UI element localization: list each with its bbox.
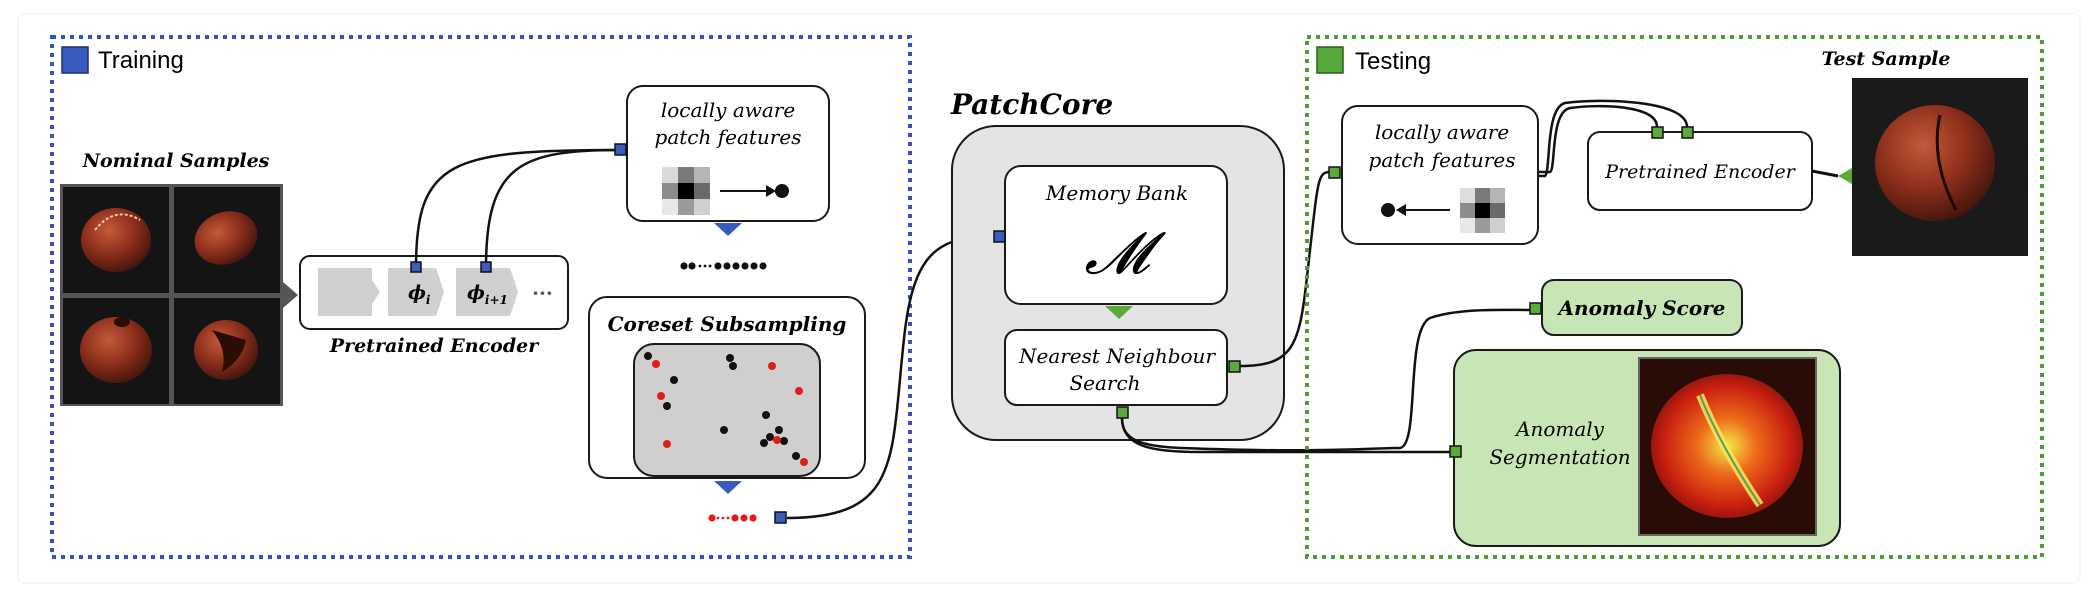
connector-phi-i1 [484,148,621,269]
port-anomaly-segmentation [1449,445,1462,458]
port-anomaly-score [1529,302,1542,315]
hazelnut-1 [81,208,151,272]
anomaly-seg-line1: Anomaly [1514,417,1605,441]
testing-title: Testing [1355,48,1431,75]
anomaly-score-label: Anomaly Score [1557,296,1726,320]
nominal-samples-grid [60,184,298,406]
phi-i1-label: ϕi+1 [467,282,508,307]
port-phi-i1 [480,261,492,273]
encoder-block-phi-i1 [456,268,518,316]
testing-dashed-border [1305,35,2044,559]
hazelnut-2 [194,211,258,265]
port-phi-i [410,261,422,273]
connector-nn-anomaly-score [1120,308,1535,452]
patchcore-title: PatchCore [950,88,1113,121]
hazelnut-3 [80,317,152,383]
test-hazelnut [1875,105,1995,221]
test-sample-port [1838,168,1852,184]
nn-search-line2: Search [1069,371,1140,395]
testing-feature-dot-icon [1381,203,1395,217]
patch-grid-icon [662,167,710,215]
coreset-points [644,352,808,466]
testing-legend-square [1316,46,1344,74]
nn-search-line1: Nearest Neighbour [1018,344,1216,368]
nn-search-box [1004,329,1228,406]
down-arrow-1 [714,223,742,236]
samples-arrow [283,282,298,308]
training-patch-features-line1: locally aware [661,98,795,122]
port-testing-patch-in [1328,166,1341,179]
testing-patch-features-line2: patch features [1369,148,1516,172]
feature-sequence-red [708,514,757,522]
training-patch-features-line2: patch features [655,125,802,149]
port-memory-bank-in [993,230,1006,243]
testing-section: Testing Test Sample Pretrained Encoder l… [1305,35,2044,559]
coreset-scatter [633,343,821,477]
training-section: Training Nominal Samples ϕi ϕi+1 ··· Pre… [50,35,912,559]
anomaly-seg-line2: Segmentation [1489,445,1630,469]
nominal-samples-label: Nominal Samples [82,150,270,172]
connector-encoder-patch-2 [1538,99,1689,178]
anomaly-score-box [1541,279,1743,336]
connector-phi-i [414,148,621,269]
testing-patch-features-line1: locally aware [1375,120,1509,144]
connector-encoder-patch-1 [1538,104,1659,174]
connector-sample-encoder [1811,169,1839,178]
phi-i-label: ϕi [408,282,431,307]
testing-patch-grid-icon [1460,188,1505,233]
training-encoder-label: Pretrained Encoder [329,335,540,357]
feature-dot-icon [775,184,789,198]
memory-bank-label: Memory Bank [1045,181,1188,205]
feature-sequence-black [680,262,767,270]
port-encoder-2 [1681,126,1694,139]
training-legend-square [61,46,89,74]
testing-encoder-label: Pretrained Encoder [1604,161,1797,183]
port-nn-right [1228,360,1241,373]
encoder-block-1 [318,268,372,316]
port-coreset-out [774,511,787,524]
port-nn-bottom [1116,406,1129,419]
training-title: Training [98,47,184,74]
port-patch-features-in [614,143,627,156]
coreset-label: Coreset Subsampling [608,312,847,336]
encoder-block-phi-i [388,268,444,316]
patch-arrow-head [766,185,776,197]
connector-nn-segmentation [1120,417,1450,454]
down-arrow-3 [714,481,742,494]
encoder-ellipsis: ··· [532,281,553,305]
port-encoder-1 [1651,126,1664,139]
connector-coreset-memory [786,234,999,520]
memory-to-nn-arrow [1105,306,1133,319]
patchcore-section: PatchCore Memory Bank 𝓜 Nearest Neighbou… [950,88,1285,441]
test-sample-label: Test Sample [1822,48,1951,70]
testing-patch-arrow-head [1396,204,1406,216]
